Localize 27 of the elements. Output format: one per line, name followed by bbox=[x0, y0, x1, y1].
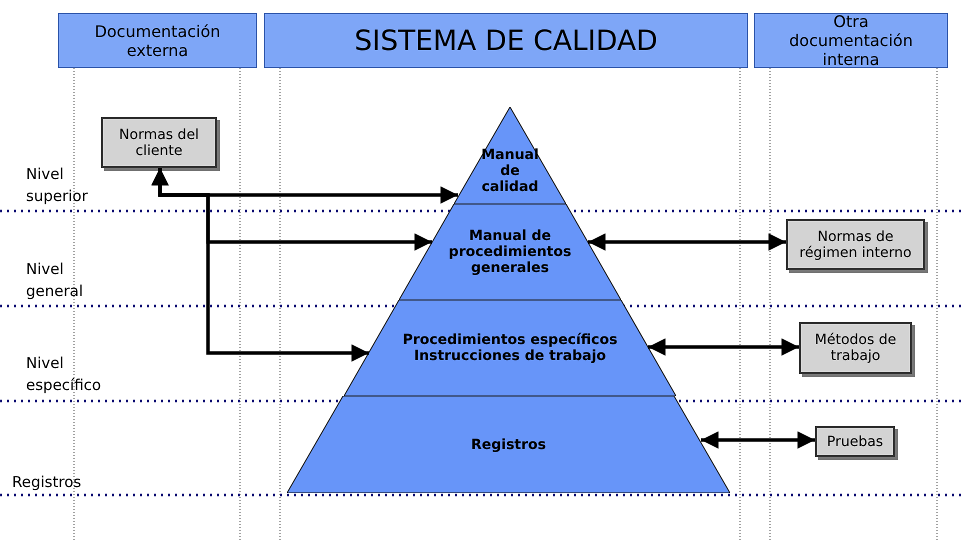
document-box bbox=[799, 322, 912, 374]
level-label: Nivel superior bbox=[26, 164, 89, 207]
header-band bbox=[264, 13, 748, 68]
tier-label: Manual de procedimientos generales bbox=[448, 228, 572, 276]
arrow bbox=[151, 168, 369, 362]
arrow bbox=[648, 338, 799, 356]
tier-label: Manual de calidad bbox=[480, 146, 540, 194]
header-band bbox=[58, 13, 257, 68]
document-box bbox=[101, 117, 217, 168]
document-box bbox=[786, 219, 925, 270]
level-label: Nivel general bbox=[26, 259, 84, 302]
arrow bbox=[588, 233, 786, 251]
tier-label: Procedimientos específicos bbox=[402, 332, 618, 348]
header-text: Otra documentación interna bbox=[788, 12, 914, 69]
document-box bbox=[815, 426, 895, 457]
header-text: Documentación externa bbox=[94, 22, 222, 60]
header-band bbox=[754, 13, 948, 68]
level-label: Nivel específico bbox=[26, 353, 102, 396]
tier-label: Registros bbox=[471, 436, 546, 452]
box-text: Métodos de trabajo bbox=[814, 332, 898, 364]
header-text: SISTEMA DE CALIDAD bbox=[354, 24, 658, 57]
level-label: Registros bbox=[12, 472, 82, 493]
box-text: Normas del cliente bbox=[118, 126, 200, 158]
box-text: Pruebas bbox=[826, 434, 884, 450]
tier-label: Instrucciones de trabajo bbox=[414, 348, 606, 364]
box-text: Normas de régimen interno bbox=[798, 228, 913, 260]
arrow bbox=[701, 431, 815, 449]
